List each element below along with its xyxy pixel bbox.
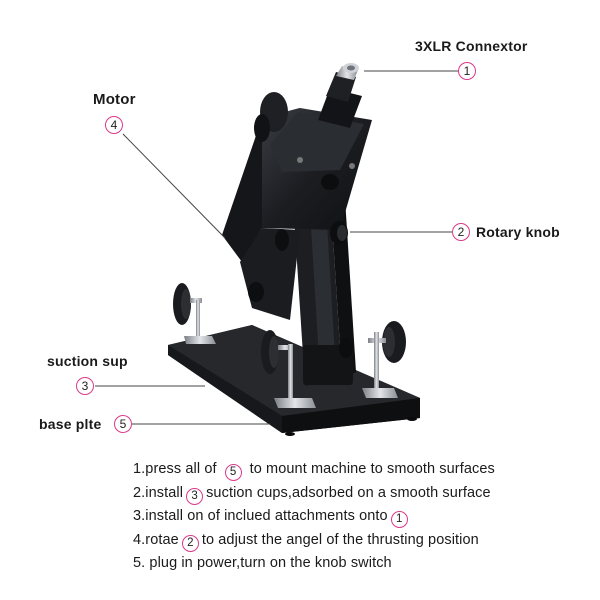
instruction-step-3: 3.install on of inclued attachments onto… — [133, 505, 593, 529]
instruction-step-5: 5. plug in power,turn on the knob switch — [133, 555, 392, 571]
step-3-badge: 1 — [390, 511, 408, 528]
label-motor: Motor — [93, 91, 136, 108]
badge-suction-sup: 3 — [76, 377, 94, 395]
rotary-knob — [275, 221, 348, 251]
badge-motor: 4 — [105, 116, 123, 134]
leader-lines — [95, 70, 458, 425]
badge-xlr-connector: 1 — [458, 62, 476, 80]
leader-line-motor — [122, 133, 226, 239]
label-base-plate: base plte — [39, 416, 102, 432]
label-xlr-connector: 3XLR Connextor — [415, 38, 528, 54]
label-suction-sup: suction sup — [47, 353, 128, 369]
step-2-badge: 3 — [186, 487, 204, 505]
badge-rotary-knob: 2 — [452, 223, 470, 241]
label-rotary-knob: Rotary knob — [476, 224, 560, 240]
suction-cup-left — [173, 283, 216, 344]
badge-base-plate: 5 — [114, 415, 132, 433]
suction-cup-front — [261, 330, 316, 408]
step-4-badge: 2 — [181, 534, 199, 552]
suction-cup-right — [362, 321, 406, 398]
base-plate — [168, 325, 420, 436]
xlr-connector — [318, 63, 362, 128]
motor-housing — [222, 92, 372, 320]
step-1-badge: 5 — [224, 464, 242, 481]
